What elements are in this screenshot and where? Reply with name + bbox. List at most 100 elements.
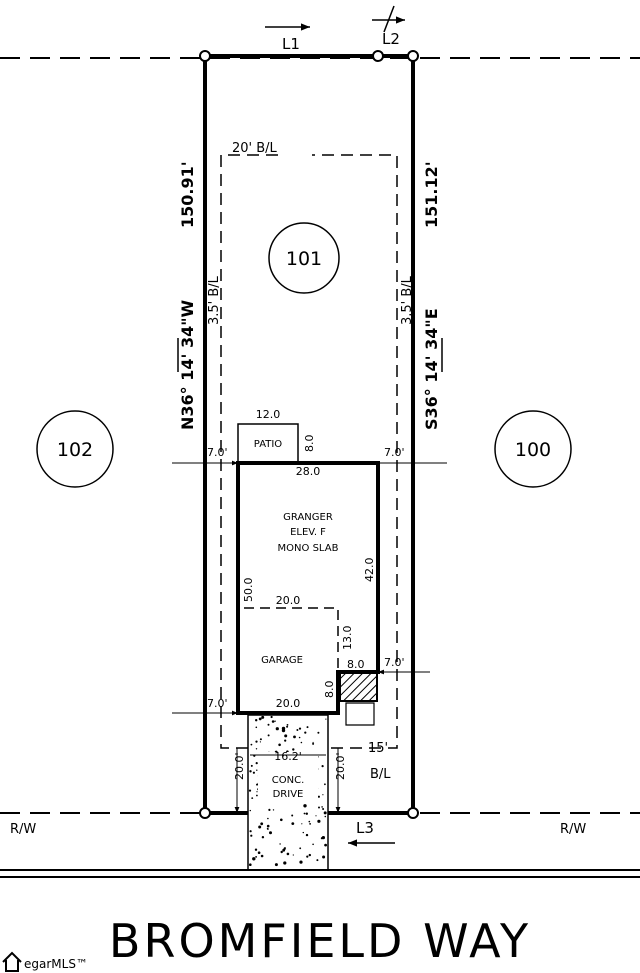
stipple-dot: [255, 719, 258, 722]
stipple-dot: [323, 811, 327, 815]
stipple-dot: [299, 860, 303, 864]
garage-width-top: 20.0: [276, 594, 301, 607]
stipple-dot: [304, 731, 307, 734]
side-setback-left: 3.5' B/L: [207, 275, 222, 325]
stipple-dot: [291, 822, 295, 825]
row-right: R/W: [560, 822, 586, 837]
stipple-dot: [260, 854, 264, 858]
stipple-dot: [261, 715, 265, 719]
stipple-dot: [292, 854, 294, 856]
svg-text:102: 102: [57, 439, 93, 461]
stipple-dot: [303, 812, 306, 815]
stipple-dot: [316, 859, 319, 862]
setback-envelope: [220, 154, 398, 749]
stipple-dot: [266, 827, 269, 830]
stipple-dot: [256, 791, 258, 793]
stipple-dot: [321, 836, 325, 840]
front-setback-suffix: B/L: [370, 767, 391, 782]
stipple-dot: [249, 830, 252, 833]
house-name: GRANGER: [283, 512, 333, 523]
stipple-dot: [267, 817, 269, 820]
stipple-dot: [267, 734, 270, 737]
stipple-dot: [249, 863, 252, 866]
patio-depth: 8.0: [303, 435, 316, 453]
stipple-dot: [255, 740, 258, 743]
stipple-dot: [255, 856, 257, 858]
patio-width: 12.0: [256, 408, 281, 421]
stipple-dot: [312, 741, 314, 744]
stipple-dot: [286, 852, 290, 856]
stipple-dot: [322, 855, 326, 859]
street-name: BROMFIELD WAY: [109, 914, 531, 968]
stipple-dot: [266, 824, 270, 828]
row-left: R/W: [10, 822, 36, 837]
stipple-dot: [256, 783, 258, 786]
left-bottom-offset: 7.0': [207, 697, 228, 710]
stipple-dot: [278, 743, 281, 747]
stipple-dot: [284, 734, 288, 738]
drive-right-setback: 20.0': [334, 752, 347, 780]
stipple-dot: [282, 848, 286, 852]
stipple-dot: [302, 831, 304, 834]
stipple-dot: [300, 741, 303, 744]
front-setback-value: 15': [368, 741, 388, 756]
lot-100: 100: [494, 410, 572, 488]
stipple-dot: [299, 847, 302, 850]
stipple-dot: [309, 823, 311, 825]
stipple-dot: [256, 794, 258, 797]
stipple-dot: [254, 848, 258, 851]
house-elevation: ELEV. F: [290, 527, 326, 538]
stipple-dot: [274, 863, 278, 867]
stipple-dot: [248, 789, 252, 792]
stipple-dot: [312, 742, 315, 745]
stipple-dot: [272, 809, 275, 811]
notch-depth: 8.0: [323, 681, 336, 699]
stipple-dot: [318, 806, 320, 809]
drive-label-bg: [258, 752, 318, 804]
stipple-dot: [281, 726, 286, 731]
stipple-dot: [306, 726, 309, 729]
stipple-dot: [324, 783, 326, 786]
stipple-dot: [257, 851, 261, 854]
stipple-dot: [303, 804, 307, 808]
stipple-dot: [308, 820, 311, 823]
stipple-dot: [269, 831, 272, 835]
left-distance: 150.91': [178, 161, 197, 228]
stipple-dot: [284, 739, 287, 742]
right-notch-offset: 7.0': [384, 656, 405, 669]
stipple-dot: [298, 727, 302, 730]
stipple-dot: [312, 843, 314, 846]
stipple-dot: [317, 795, 320, 798]
stipple-dot: [259, 741, 261, 743]
stipple-dot: [293, 735, 296, 739]
stipple-dot: [306, 855, 309, 858]
stipple-dot: [252, 857, 256, 861]
stipple-dot: [250, 834, 253, 837]
stipple-dot: [255, 748, 258, 750]
stipple-dot: [250, 764, 253, 767]
stipple-dot: [308, 853, 311, 857]
stipple-dot: [321, 806, 323, 808]
house-foundation: MONO SLAB: [278, 543, 339, 554]
house-logo-icon: [2, 951, 22, 972]
side-setback-right: 3.5' B/L: [400, 275, 415, 325]
garage-depth: 13.0: [341, 626, 354, 651]
l1-label: L1: [282, 35, 300, 53]
stipple-dot: [255, 762, 258, 765]
patio-label: PATIO: [254, 439, 283, 450]
stipple-dot: [321, 765, 324, 768]
stipple-dot: [286, 724, 289, 726]
stipple-dot: [324, 843, 327, 847]
drive-width: 16.2': [274, 750, 302, 763]
lot-102: 102: [36, 410, 114, 488]
hatched-porch: [339, 672, 378, 702]
stipple-dot: [317, 819, 321, 823]
rear-setback-label: 20' B/L: [232, 141, 278, 156]
stipple-dot: [305, 812, 308, 815]
stipple-dot: [322, 794, 324, 796]
left-bearing: N36° 14' 34"W: [178, 299, 197, 430]
garage-outline: [244, 607, 339, 672]
lot-101: 101: [268, 222, 340, 294]
mls-logo: egarMLS™: [2, 951, 88, 972]
